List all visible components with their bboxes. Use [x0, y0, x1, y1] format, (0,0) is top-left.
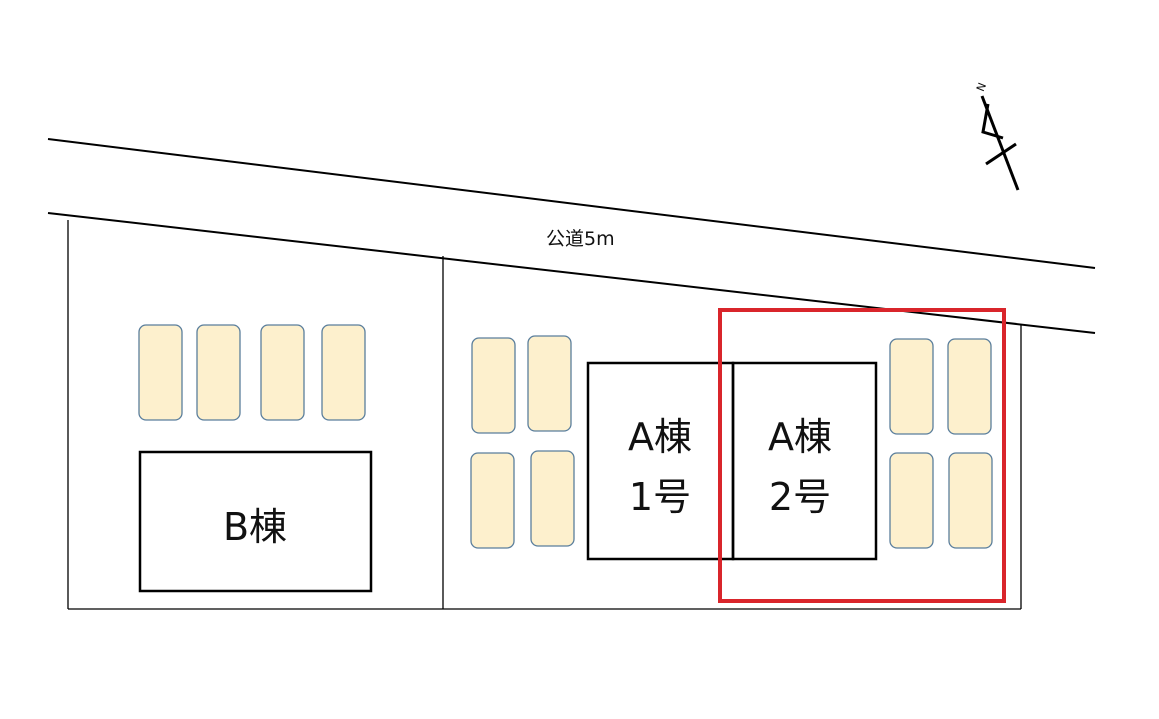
parking-space — [948, 452, 993, 549]
building-a1-name: A棟 — [628, 415, 692, 459]
highlight-frame — [718, 308, 1006, 603]
north-arrow-crossbar — [985, 142, 1017, 166]
building-a2-unit: 2号 — [769, 475, 831, 519]
parking-spaces-east-a1 — [470, 335, 575, 549]
parking-space — [196, 324, 241, 421]
lot-boundaries — [67, 220, 1022, 610]
road-edge-south — [47, 212, 1096, 334]
parking-spaces-west — [138, 324, 366, 421]
building-b: B棟 — [138, 450, 373, 593]
parking-space — [260, 324, 305, 421]
building-a2-outline — [731, 361, 878, 561]
building-a1-unit: 1号 — [629, 475, 691, 519]
parking-spaces-east-a2 — [889, 338, 993, 549]
parking-space — [889, 452, 934, 549]
parking-space — [321, 324, 366, 421]
building-a1-outline — [586, 361, 735, 561]
parking-space — [527, 335, 572, 432]
parking-space — [530, 450, 575, 547]
parking-space — [889, 338, 934, 435]
road-edge-north — [47, 138, 1096, 269]
parking-space — [138, 324, 183, 421]
parking-space — [471, 337, 516, 434]
north-arrow-head — [981, 103, 1004, 140]
parking-space — [947, 338, 992, 435]
building-a2-name: A棟 — [768, 415, 832, 459]
north-arrow-letter: N — [974, 81, 989, 94]
building-a1: A棟 1号 — [586, 361, 735, 561]
building-b-outline — [138, 450, 373, 593]
building-b-label: B棟 — [223, 505, 287, 549]
building-a2: A棟 2号 — [731, 361, 878, 561]
parking-space — [470, 452, 515, 549]
north-arrow-icon: N — [974, 81, 1020, 191]
road-label: 公道5m — [546, 228, 615, 250]
